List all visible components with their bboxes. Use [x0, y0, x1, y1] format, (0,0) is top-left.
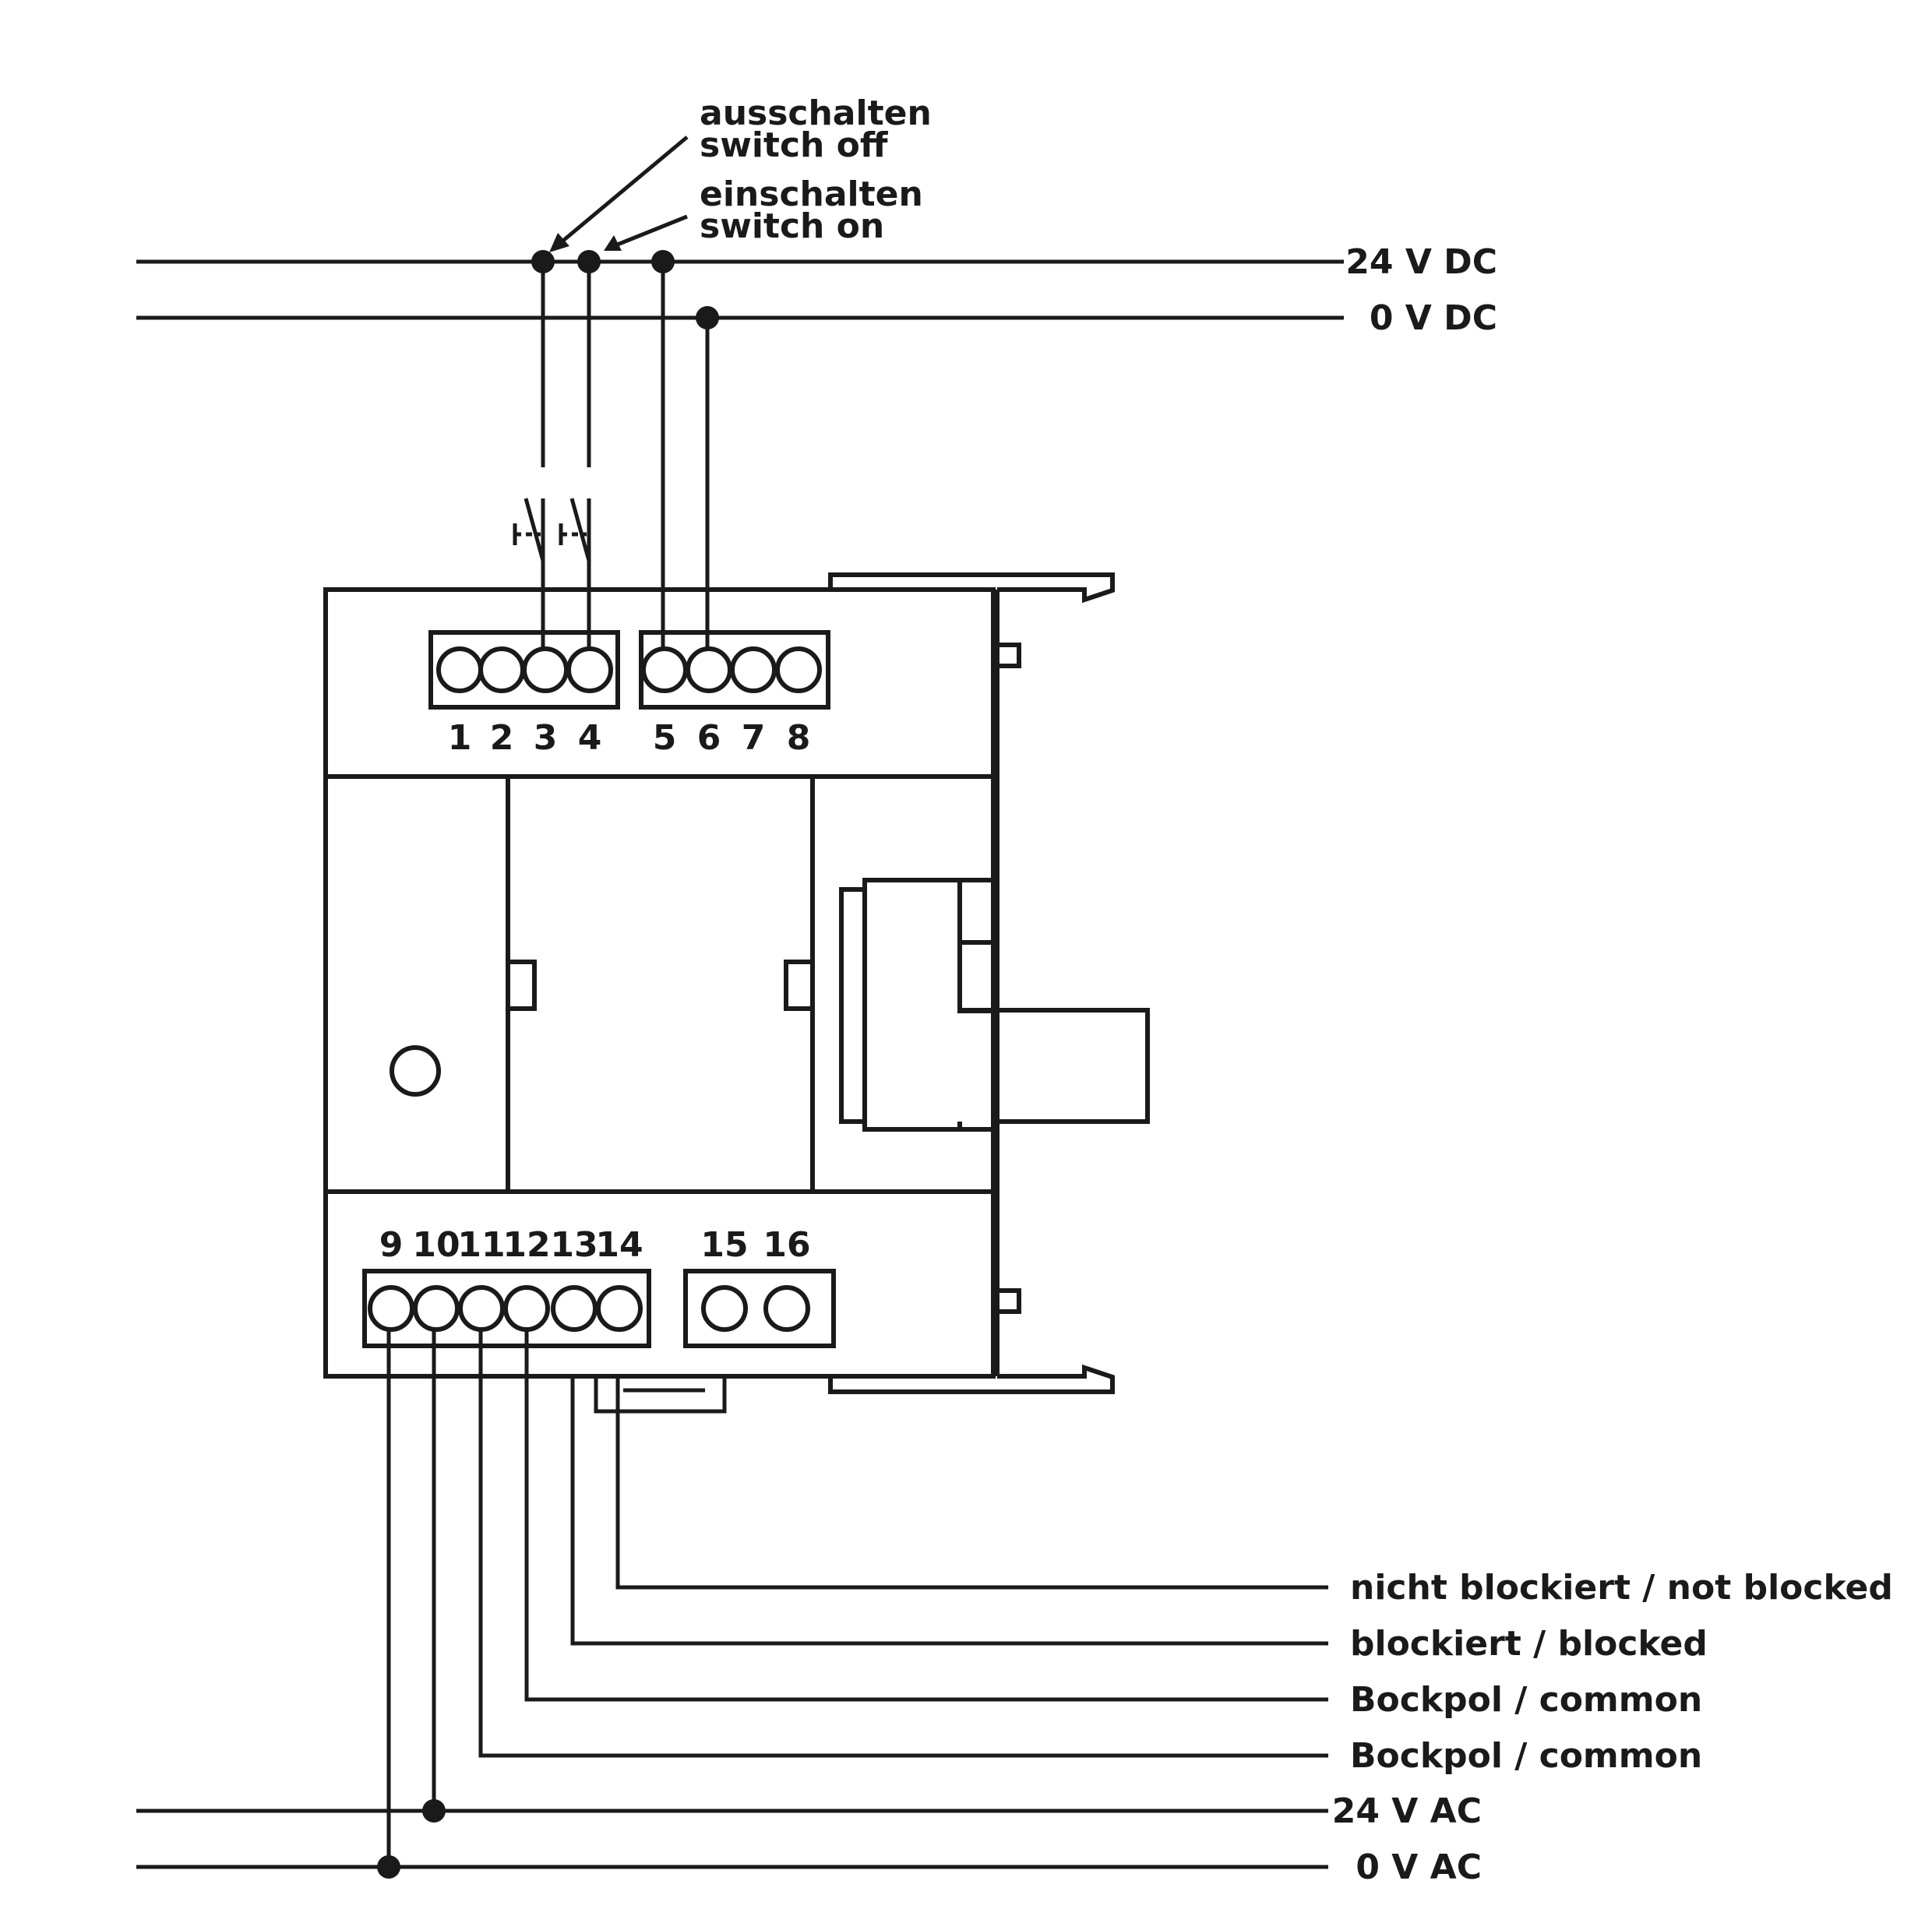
label-switch-off-de: ausschalten	[700, 93, 932, 133]
terminal-screw-13	[551, 1285, 598, 1332]
terminal-number: 4	[578, 718, 602, 758]
terminal-number: 12	[502, 1225, 550, 1265]
side-connector	[839, 878, 1150, 1132]
terminal-screw-1	[436, 646, 483, 693]
terminal-block-9-14	[362, 1269, 651, 1348]
label-0v-dc: 0 V DC	[1370, 298, 1497, 338]
junction-dot	[577, 250, 601, 273]
terminal-screw-14	[596, 1285, 643, 1332]
pushbutton-off-symbol	[513, 498, 545, 670]
terminal-screw-3	[522, 646, 569, 693]
terminal-number: 6	[697, 718, 721, 758]
junction-dot	[531, 250, 555, 273]
label-24v-ac: 24 V AC	[1332, 1791, 1482, 1831]
label-0v-ac: 0 V AC	[1356, 1847, 1482, 1887]
terminal-number: 11	[457, 1225, 505, 1265]
terminal-number: 9	[379, 1225, 404, 1265]
terminal-number: 3	[534, 718, 558, 758]
junction-dot	[422, 1799, 446, 1823]
terminal-screw-4	[566, 646, 613, 693]
arrow-switch-on	[604, 214, 688, 251]
label-common-1: Bockpol / common	[1350, 1680, 1702, 1720]
terminal-number: 2	[490, 718, 514, 758]
label-switch-off-en: switch off	[700, 125, 889, 165]
label-switch-on-de: einschalten	[700, 174, 923, 214]
terminal-screw-2	[478, 646, 525, 693]
terminal-screw-15	[701, 1285, 748, 1332]
terminal-number: 15	[700, 1225, 748, 1265]
din-rail-clip	[828, 572, 1115, 1394]
terminal-screw-10	[413, 1285, 460, 1332]
label-24v-dc: 24 V DC	[1345, 242, 1497, 282]
wire-term14-not-blocked	[615, 1375, 1328, 1590]
terminal-screw-8	[775, 646, 822, 693]
terminal-screw-16	[763, 1285, 810, 1332]
junction-dot	[651, 250, 675, 273]
label-switch-on-en: switch on	[700, 206, 884, 246]
label-not-blocked: nicht blockiert / not blocked	[1350, 1568, 1893, 1608]
terminal-bridge	[594, 1376, 727, 1414]
terminal-number: 7	[742, 718, 766, 758]
terminal-number: 10	[412, 1225, 460, 1265]
terminal-screw-12	[503, 1285, 550, 1332]
wire-term11-common	[478, 1301, 1328, 1758]
terminal-number: 5	[653, 718, 677, 758]
terminal-screw-11	[458, 1285, 505, 1332]
junction-dot	[377, 1855, 400, 1879]
pushbutton-on-symbol	[559, 498, 591, 670]
terminal-number: 16	[763, 1225, 810, 1265]
label-common-2: Bockpol / common	[1350, 1736, 1702, 1776]
terminal-screw-9	[368, 1285, 414, 1332]
junction-dot	[696, 306, 719, 329]
wire-term12-common	[524, 1301, 1328, 1702]
terminal-number: 8	[787, 718, 811, 758]
terminal-screw-7	[730, 646, 777, 693]
terminal-number: 13	[550, 1225, 598, 1265]
terminal-screw-6	[686, 646, 732, 693]
status-led	[390, 1045, 441, 1097]
terminal-block-1-4	[428, 630, 620, 710]
wire-term13-blocked	[570, 1375, 1328, 1646]
arrow-switch-off	[549, 136, 689, 252]
terminal-screw-5	[641, 646, 688, 693]
terminal-number: 1	[448, 718, 472, 758]
terminal-block-15-16	[683, 1269, 836, 1348]
label-blocked: blockiert / blocked	[1350, 1624, 1708, 1664]
terminal-number: 14	[595, 1225, 643, 1265]
